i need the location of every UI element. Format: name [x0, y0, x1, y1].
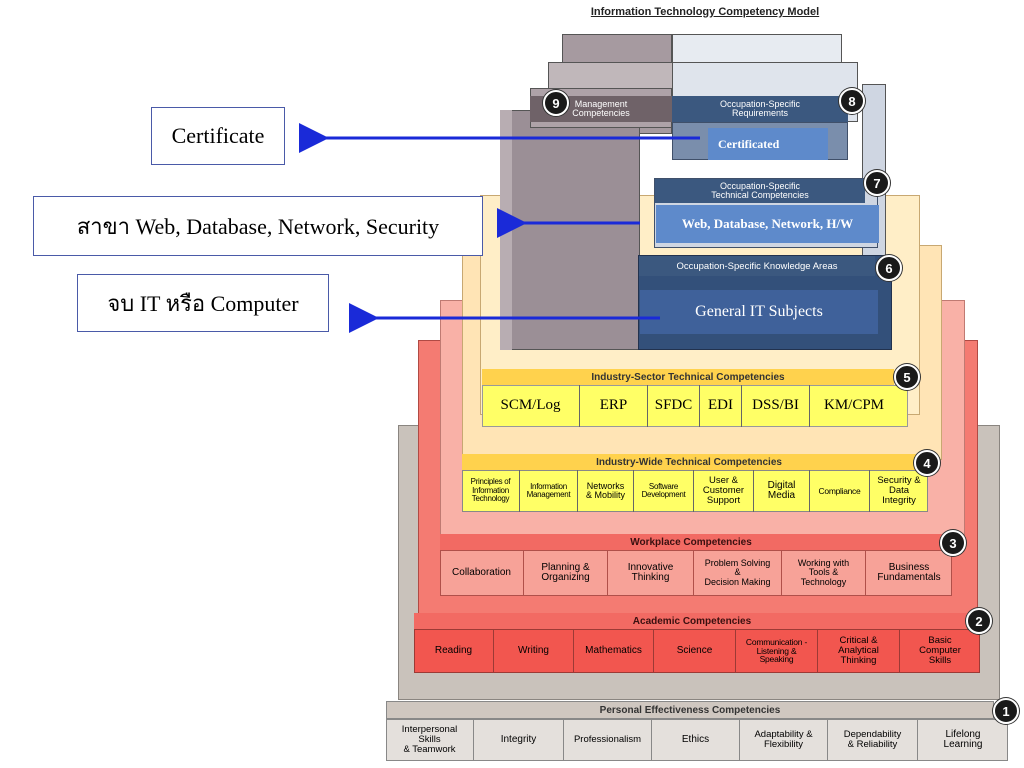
tier8-header: Occupation-Specific Requirements: [672, 96, 848, 122]
tier4-cell-8: Security & Data Integrity: [877, 475, 921, 506]
tier4-cell-3: Networks & Mobility: [578, 470, 634, 512]
tier9-column-shadow: [500, 110, 512, 350]
tier4-cell-6: Digital Media: [754, 470, 810, 512]
tier3-cell-2: Planning & Organizing: [524, 550, 608, 596]
tier5-header-text: Industry-Sector Technical Competencies: [591, 371, 785, 383]
web-database-network-box: Web, Database, Network, H/W: [656, 205, 879, 243]
tier7-header: Occupation-Specific Technical Competenci…: [655, 179, 865, 203]
tier3-number-badge: 3: [940, 530, 966, 556]
tier2-number-badge: 2: [966, 608, 992, 634]
tier3-cells-row: [440, 550, 952, 596]
tier4-number-badge: 4: [914, 450, 940, 476]
callout-graduate: จบ IT หรือ Computer: [77, 274, 329, 332]
tier9-number-badge: 9: [543, 90, 569, 116]
tier3-cell-5: Working with Tools & Technology: [782, 550, 866, 596]
tier1-cell-2: Integrity: [474, 719, 564, 761]
tier2-cell-3: Mathematics: [574, 629, 654, 673]
tier4-cell-1: Principles of Information Technology: [462, 470, 520, 512]
tier2-cell-1: Reading: [414, 629, 494, 673]
tier1-cell-4: Ethics: [652, 719, 740, 761]
tier5-cell-2: ERP: [580, 385, 648, 427]
tier1-cell-6: Dependability & Reliability: [828, 719, 918, 761]
tier4-cells-row: [462, 470, 928, 512]
tier5-cell-4: EDI: [700, 385, 742, 427]
tier1-header: Personal Effectiveness Competencies: [386, 701, 994, 719]
tier1-number-badge: 1: [993, 698, 1019, 724]
tier6-header-text: Occupation-Specific Knowledge Areas: [676, 260, 838, 272]
tier4-header-text: Industry-Wide Technical Competencies: [596, 456, 782, 468]
tier5-cell-3: SFDC: [648, 385, 700, 427]
diagram-title: Information Technology Competency Model: [590, 6, 820, 18]
tier9-header-text: Management Competencies: [572, 99, 630, 118]
tier1-cells-row: [386, 719, 1008, 761]
tier3-header-text: Workplace Competencies: [630, 536, 752, 548]
tier3-cell-1: Collaboration: [440, 550, 524, 596]
tier1-cell-7: Lifelong Learning: [943, 728, 983, 750]
callout-branches: สาขา Web, Database, Network, Security: [33, 196, 483, 256]
tier5-cell-5: DSS/BI: [742, 385, 810, 427]
callout-certificate: Certificate: [151, 107, 285, 165]
tier2-cell-4: Science: [654, 629, 736, 673]
certificated-box: Certificated: [708, 128, 828, 160]
tier7-number-badge: 7: [864, 170, 890, 196]
tier3-header: Workplace Competencies: [440, 534, 942, 550]
tier4-cell-5: User & Customer Support: [694, 470, 754, 512]
tier5-cells-row: [482, 385, 908, 427]
tier8-number-badge: 8: [839, 88, 865, 114]
tier3-cell-4: Problem Solving & Decision Making: [694, 550, 782, 596]
tier4-cell-2: Information Management: [520, 470, 578, 512]
tier5-number-badge: 5: [894, 364, 920, 390]
tier6-number-badge: 6: [876, 255, 902, 281]
tier5-cell-1: SCM/Log: [482, 385, 580, 427]
tier5-header: Industry-Sector Technical Competencies: [482, 369, 894, 385]
tier9-column: [500, 110, 640, 350]
tier3-cell-6: Business Fundamentals: [877, 561, 941, 583]
tier1-cell-5: Adaptability & Flexibility: [740, 719, 828, 761]
tier6-header: Occupation-Specific Knowledge Areas: [639, 256, 875, 276]
tier4-cell-4: Software Development: [634, 470, 694, 512]
tier2-cell-5: Communication - Listening & Speaking: [736, 629, 818, 673]
tier5-cell-6: KM/CPM: [823, 397, 885, 414]
tier8-header-text: Occupation-Specific Requirements: [719, 99, 801, 118]
tier1-cell-1: Interpersonal Skills & Teamwork: [386, 719, 474, 761]
tier2-header-text: Academic Competencies: [632, 615, 752, 627]
tier4-header: Industry-Wide Technical Competencies: [462, 454, 916, 470]
tier7-header-text: Occupation-Specific Technical Competenci…: [711, 181, 809, 200]
tier1-cell-3: Professionalism: [564, 719, 652, 761]
tier2-header: Academic Competencies: [414, 613, 970, 629]
tier2-cell-6: Critical & Analytical Thinking: [818, 629, 900, 673]
tier2-cells-row: [414, 629, 980, 673]
tier1-header-text: Personal Effectiveness Competencies: [599, 704, 781, 716]
tier2-cell-7: Basic Computer Skills: [919, 635, 961, 666]
tier2-cell-2: Writing: [494, 629, 574, 673]
tier3-cell-3: Innovative Thinking: [608, 550, 694, 596]
tier4-cell-7: Compliance: [810, 470, 870, 512]
general-it-subjects-box: General IT Subjects: [640, 290, 878, 334]
